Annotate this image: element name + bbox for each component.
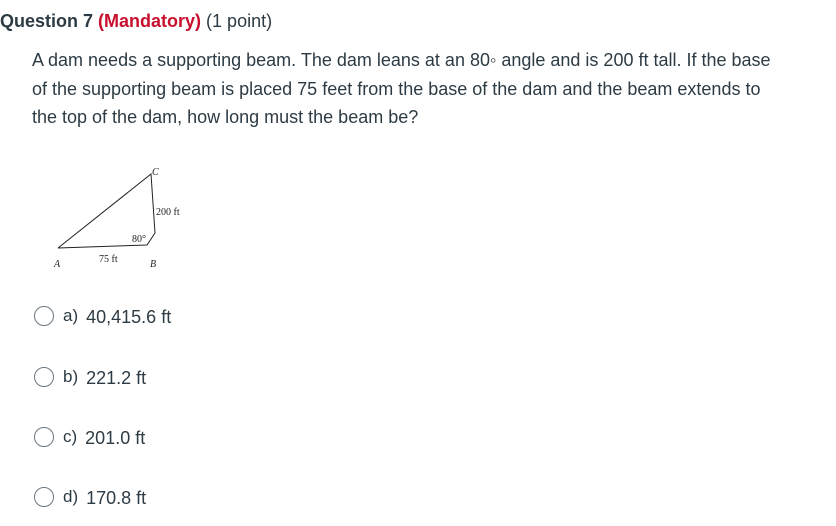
vertex-label-a: A (53, 259, 61, 270)
vertex-label-b: B (150, 259, 156, 270)
question-points: (1 point) (206, 11, 273, 31)
radio-button-c[interactable] (34, 426, 54, 447)
radio-button-d[interactable] (34, 486, 54, 507)
question-text: A dam needs a supporting beam. The dam l… (32, 50, 771, 127)
side-label-bc: 200 ft (156, 207, 180, 218)
triangle-diagram: A B C 75 ft 200 ft 80° (53, 167, 180, 270)
option-a[interactable]: a) 40,415.6 ft (34, 305, 172, 327)
option-d[interactable]: d) 170.8 ft (34, 486, 147, 508)
option-value-b: 221.2 ft (86, 368, 147, 388)
option-b[interactable]: b) 221.2 ft (34, 366, 147, 388)
question-title: Question 7 (0, 11, 94, 31)
option-value-c: 201.0 ft (85, 428, 146, 448)
option-letter-a: a) (63, 305, 79, 325)
option-value-d: 170.8 ft (86, 488, 147, 508)
option-c[interactable]: c) 201.0 ft (34, 426, 146, 448)
triangle-lines (57, 173, 156, 249)
vertex-label-c: C (152, 167, 159, 178)
option-value-a: 40,415.6 ft (86, 307, 172, 327)
triangle-shape (57, 173, 156, 249)
radio-button-b[interactable] (34, 366, 54, 387)
option-letter-c: c) (63, 426, 78, 446)
side-label-ab: 75 ft (99, 254, 118, 265)
angle-label-b: 80° (132, 234, 146, 245)
option-letter-b: b) (63, 366, 79, 386)
option-letter-d: d) (63, 486, 79, 506)
question-header: Question 7 (Mandatory) (1 point) (0, 10, 272, 32)
radio-button-a[interactable] (34, 305, 54, 326)
mandatory-label: (Mandatory) (98, 11, 202, 31)
